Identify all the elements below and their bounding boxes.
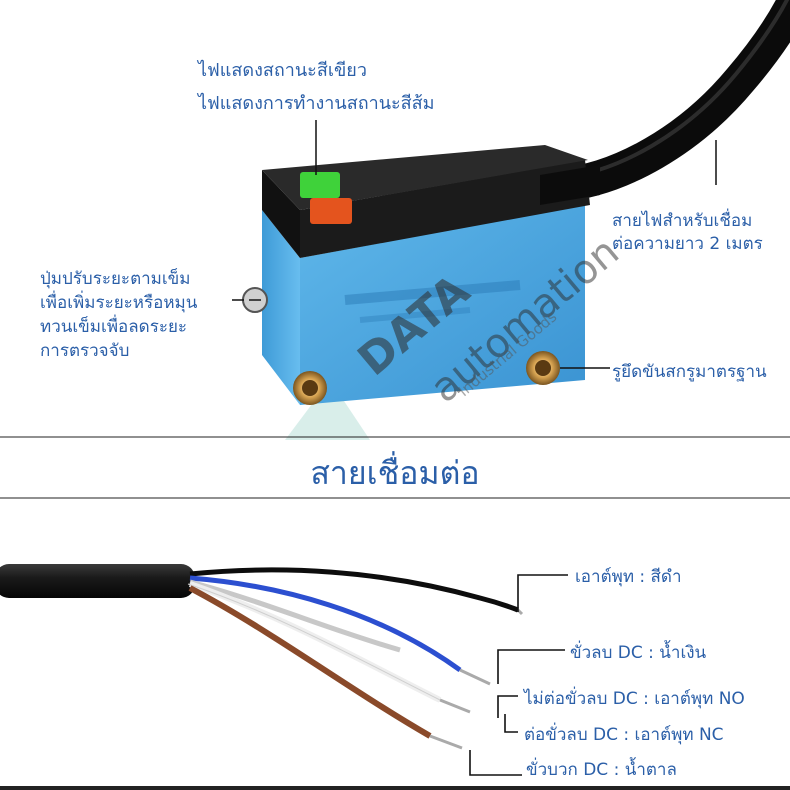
power-cable [543, 0, 790, 202]
cable-label-line1: สายไฟสำหรับเชื่อม [612, 211, 753, 231]
gray-wire [189, 579, 401, 653]
wire-label-gray: ไม่ต่อขั่วลบ DC : เอาต์พุท NO [524, 689, 745, 709]
wire-cable [0, 564, 524, 750]
leader-lines-bottom [469, 574, 568, 776]
knob-label-line1: ปุ่มปรับระยะตามเข็ม [40, 269, 191, 289]
mount-holes [293, 351, 560, 405]
cable-label-line2: ต่อความยาว 2 เมตร [612, 234, 763, 254]
wire-label-blue: ขั่วลบ DC : น้ำเงิน [570, 643, 707, 663]
brown-wire [188, 585, 432, 739]
section-title: สายเชื่อมต่อ [310, 454, 480, 492]
knob-label-line4: การตรวจจับ [40, 341, 130, 361]
orange-led [310, 198, 352, 224]
green-led [300, 172, 340, 198]
footer-strip [0, 786, 790, 790]
orange-light-label: ไฟแสดงการทำงานสถานะสีส้ม [198, 93, 435, 114]
green-light-label: ไฟแสดงสถานะสีเขียว [198, 60, 367, 81]
adjust-knob [242, 287, 268, 313]
knob-label-line2: เพื่อเพิ่มระยะหรือหมุน [40, 293, 198, 313]
leader-lines-top [232, 120, 717, 369]
wire-label-black: เอาต์พุท : สีดำ [575, 567, 682, 587]
blue-wire [189, 575, 462, 673]
mount-hole-label: รูยึดขันสกรูมาตรฐาน [612, 362, 767, 382]
status-leds [300, 172, 352, 224]
black-wire [189, 567, 519, 613]
sensor-body [262, 145, 600, 405]
watermark-shape [285, 380, 370, 440]
wire-label-brown: ขั่วบวก DC : น้ำตาล [526, 760, 677, 780]
wire-label-white: ต่อขั่วลบ DC : เอาต์พุท NC [524, 725, 724, 745]
knob-label-line3: ทวนเข็มเพื่อลดระยะ [40, 317, 188, 337]
